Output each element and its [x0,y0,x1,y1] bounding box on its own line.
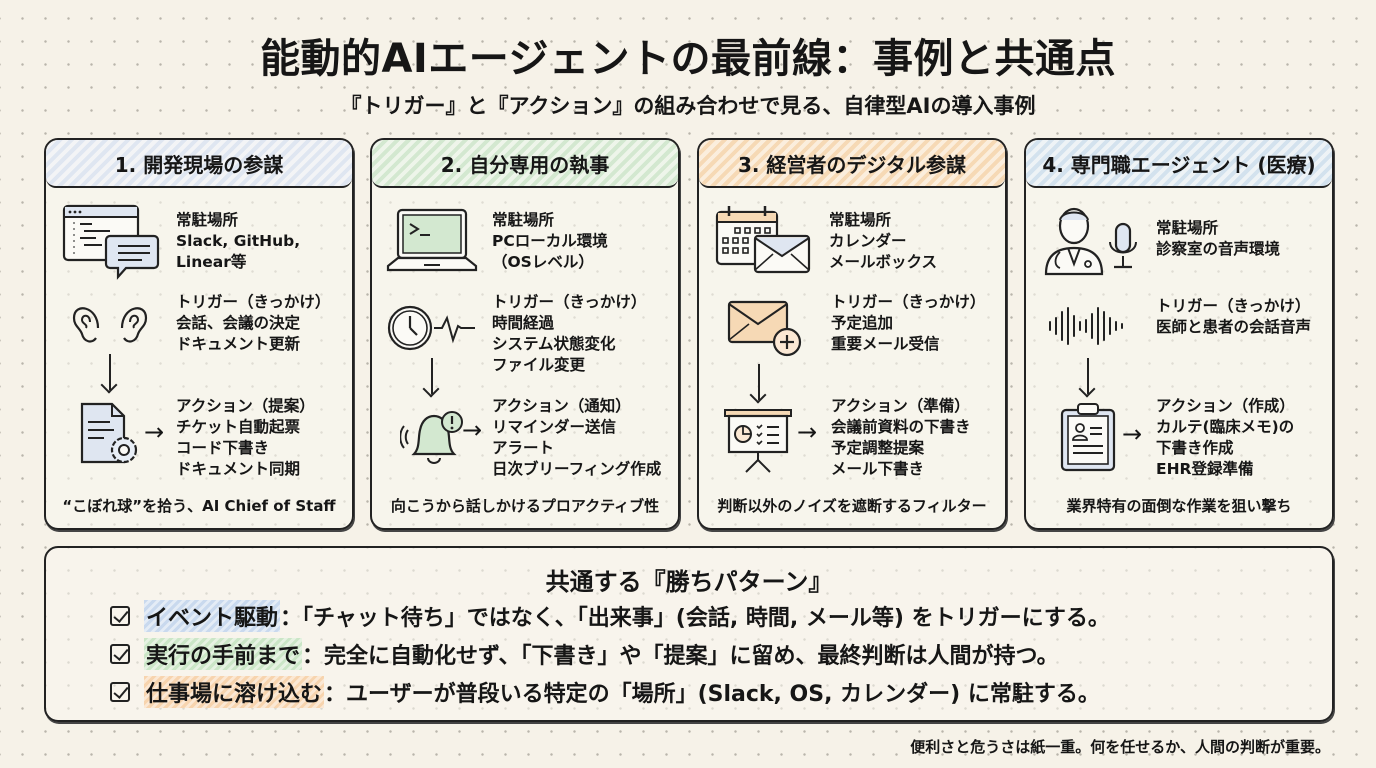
location-line: PCローカル環境 [492,232,608,250]
point-key: 仕事場に溶け込む [144,676,325,708]
location-line: メールボックス [829,253,938,271]
location-label: 常駐場所 [829,211,892,229]
trigger-label: トリガー（きっかけ） [1156,297,1311,315]
card-tagline: 向こうから話しかけるプロアクティブ性 [390,497,660,515]
card-header: 4. 専門職エージェント (医療) [1026,140,1332,188]
checkbox-checked-icon [110,606,130,626]
action-line: 下書き作成 [1156,439,1234,457]
case-card-dev-advisor: 1. 開発現場の参謀 常駐場所 Slack, GitHub, Linear等 ト… [44,138,354,530]
down-arrow-icon [109,354,111,390]
down-arrow-icon [431,358,433,394]
sound-wave-icon [1049,307,1123,345]
action-line: EHR登録準備 [1156,460,1254,478]
right-arrow-icon: → [1122,420,1143,448]
action-label: アクション（準備） [831,397,970,415]
location-label: 常駐場所 [176,211,239,229]
pattern-point-blend-in: 仕事場に溶け込む ：ユーザーが普段いる特定の「場所」(Slack, OS, カレ… [110,676,1100,708]
card-tagline: “こぼれ球”を拾う、AI Chief of Staff [62,497,336,515]
trigger-line: 時間経過 [492,314,555,332]
trigger-line: ファイル変更 [492,356,586,374]
action-line: ドキュメント同期 [176,460,301,478]
action-line: カルテ(臨床メモ)の [1156,418,1295,436]
trigger-line: システム状態変化 [492,335,616,353]
location-line: （OSレベル） [492,253,594,271]
card-tagline: 判断以外のノイズを遮断するフィルター [717,497,987,515]
case-card-personal-butler: 2. 自分専用の執事 常駐場所 PCローカル環境 （OSレベル） トリガー（きっ… [370,138,680,530]
page-title: 能動的AIエージェントの最前線：事例と共通点 [259,36,1117,82]
footnote: 便利さと危うさは紙一重。何を任せるか、人間の判断が重要。 [910,738,1330,756]
checkbox-checked-icon [110,644,130,664]
location-line: Linear等 [176,253,247,271]
action-line: リマインダー送信 [492,418,617,436]
point-key: イベント駆動 [144,600,281,632]
trigger-label: トリガー（きっかけ） [492,293,647,311]
doctor-microphone-icon [1044,207,1137,276]
trigger-label: トリガー（きっかけ） [176,293,331,311]
right-arrow-icon: → [462,416,483,444]
action-label: アクション（作成） [1156,397,1295,415]
presentation-board-icon [724,409,792,473]
pattern-point-pre-execution: 実行の手前まで ：完全に自動化せず、「下書き」や「提案」に留め、最終判断は人間が… [110,638,1059,670]
trigger-line: 重要メール受信 [831,335,940,353]
point-text: ：ユーザーが普段いる特定の「場所」(Slack, OS, カレンダー) に常駐す… [324,682,1100,707]
clock-pulse-icon [387,305,475,351]
checkbox-checked-icon [110,682,130,702]
action-line: メール下書き [831,460,925,478]
right-arrow-icon: → [144,418,165,446]
document-gear-icon [80,402,138,464]
case-card-medical-agent: 4. 専門職エージェント (医療) 常駐場所 診察室の音声環境 トリガー（きっか… [1024,138,1334,530]
location-line: カレンダー [829,232,907,250]
case-card-executive-advisor: 3. 経営者のデジタル参謀 常駐場所 カレンダー メールボックス トリガー（きっ… [697,138,1007,530]
down-arrow-icon [1087,358,1089,394]
code-window-chat-icon [62,204,160,280]
trigger-line: 会話、会議の決定 [176,314,301,332]
point-text: ：「チャット待ち」ではなく、「出来事」(会話, 時間, メール等) をトリガーに… [280,606,1110,631]
ears-icon [72,307,148,343]
action-line: アラート [492,439,555,457]
card-header: 3. 経営者のデジタル参謀 [699,140,1005,188]
action-line: コード下書き [176,439,270,457]
location-line: Slack, GitHub, [176,232,301,250]
bell-alert-icon [400,411,463,464]
action-line: チケット自動起票 [176,418,301,436]
trigger-line: 医師と患者の会話音声 [1156,318,1312,336]
location-label: 常駐場所 [1156,219,1219,237]
card-header: 1. 開発現場の参謀 [46,140,352,188]
winning-pattern-panel: 共通する『勝ちパターン』 イベント駆動 ：「チャット待ち」ではなく、「出来事」(… [44,546,1334,722]
trigger-label: トリガー（きっかけ） [831,293,986,311]
mail-plus-icon [727,300,802,357]
action-line: 日次ブリーフィング作成 [492,460,662,478]
trigger-line: ドキュメント更新 [176,335,301,353]
laptop-terminal-icon [386,208,478,272]
card-tagline: 業界特有の面倒な作業を狙い撃ち [1066,497,1292,515]
point-text: ：完全に自動化せず、「下書き」や「提案」に留め、最終判断は人間が持つ。 [302,644,1059,669]
calendar-mail-icon [715,206,811,274]
action-label: アクション（通知） [492,397,631,415]
card-header: 2. 自分専用の執事 [372,140,678,188]
trigger-line: 予定追加 [831,314,894,332]
clipboard-patient-icon [1060,403,1116,472]
location-label: 常駐場所 [492,211,555,229]
summary-title: 共通する『勝ちパターン』 [545,568,833,596]
action-label: アクション（提案） [176,397,315,415]
down-arrow-icon [758,364,760,400]
pattern-point-event-driven: イベント駆動 ：「チャット待ち」ではなく、「出来事」(会話, 時間, メール等)… [110,600,1110,632]
action-line: 予定調整提案 [831,439,925,457]
action-line: 会議前資料の下書き [831,418,971,436]
right-arrow-icon: → [797,418,818,446]
point-key: 実行の手前まで [144,638,303,670]
page-subtitle: 『トリガー』と『アクション』の組み合わせで見る、自律型AIの導入事例 [340,94,1036,118]
location-line: 診察室の音声環境 [1156,240,1281,258]
